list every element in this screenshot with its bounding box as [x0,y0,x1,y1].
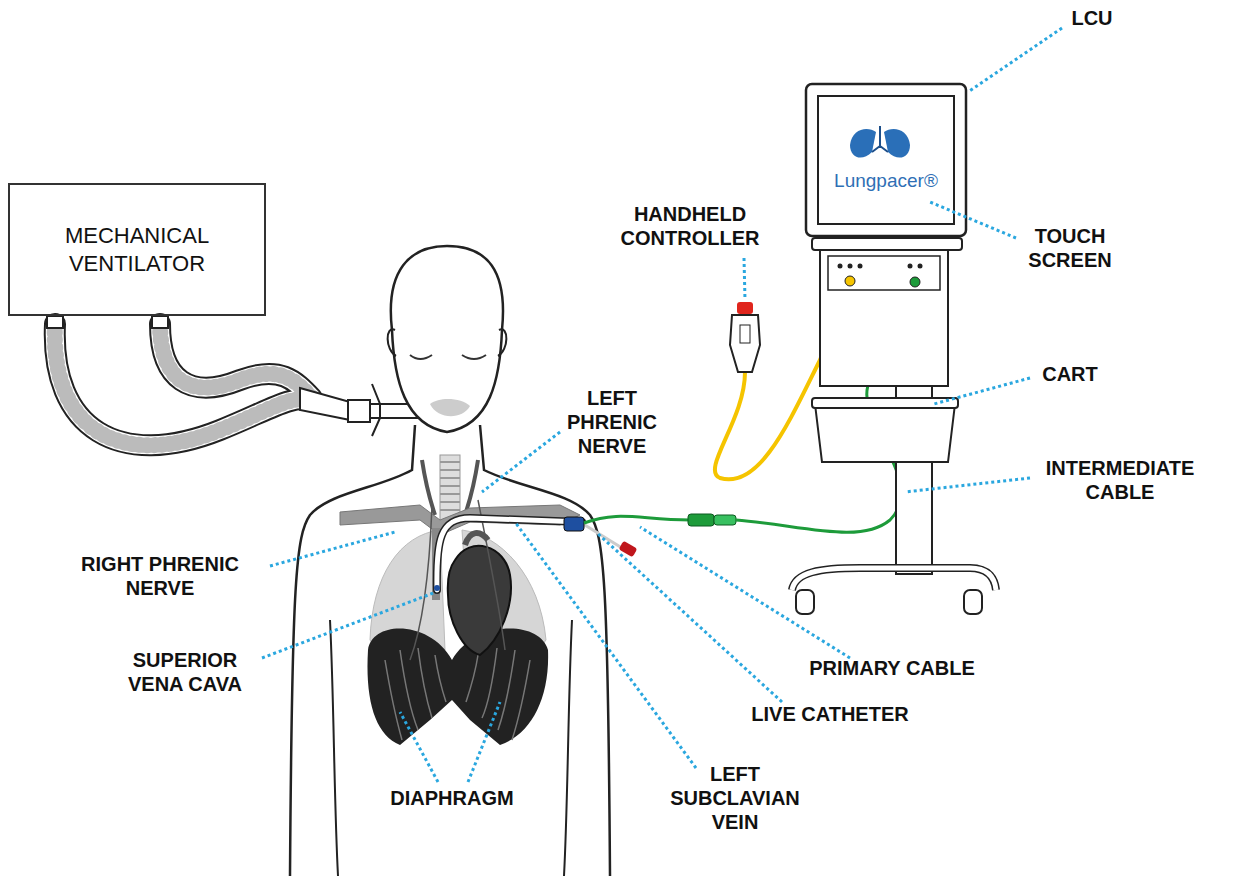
part-label: LEFT SUBCLAVIAN VEIN [670,762,800,834]
lcu-cart [792,84,996,614]
part-label: LCU [1071,6,1112,30]
ventilator-tubes [55,324,312,445]
part-label: SUPERIOR VENA CAVA [110,648,260,696]
node-text: Lungpacer® [834,169,938,193]
part-label: TOUCH SCREEN [1028,224,1111,272]
node-text: MECHANICAL VENTILATOR [18,222,256,277]
screen-logo: Lungpacer® [822,164,950,198]
ventilator-box: MECHANICAL VENTILATOR [8,183,266,316]
leader-lines [262,28,1062,782]
part-label: PRIMARY CABLE [782,656,1002,680]
part-label: HANDHELD CONTROLLER [621,202,760,250]
part-label: CART [1042,362,1098,386]
part-label: LIVE CATHETER [720,702,940,726]
part-label: LEFT PHRENIC NERVE [567,386,657,458]
part-label: DIAPHRAGM [377,786,527,810]
patient-figure [290,246,637,876]
part-label: INTERMEDIATE CABLE [1046,456,1195,504]
part-label: RIGHT PHRENIC NERVE [53,552,268,600]
